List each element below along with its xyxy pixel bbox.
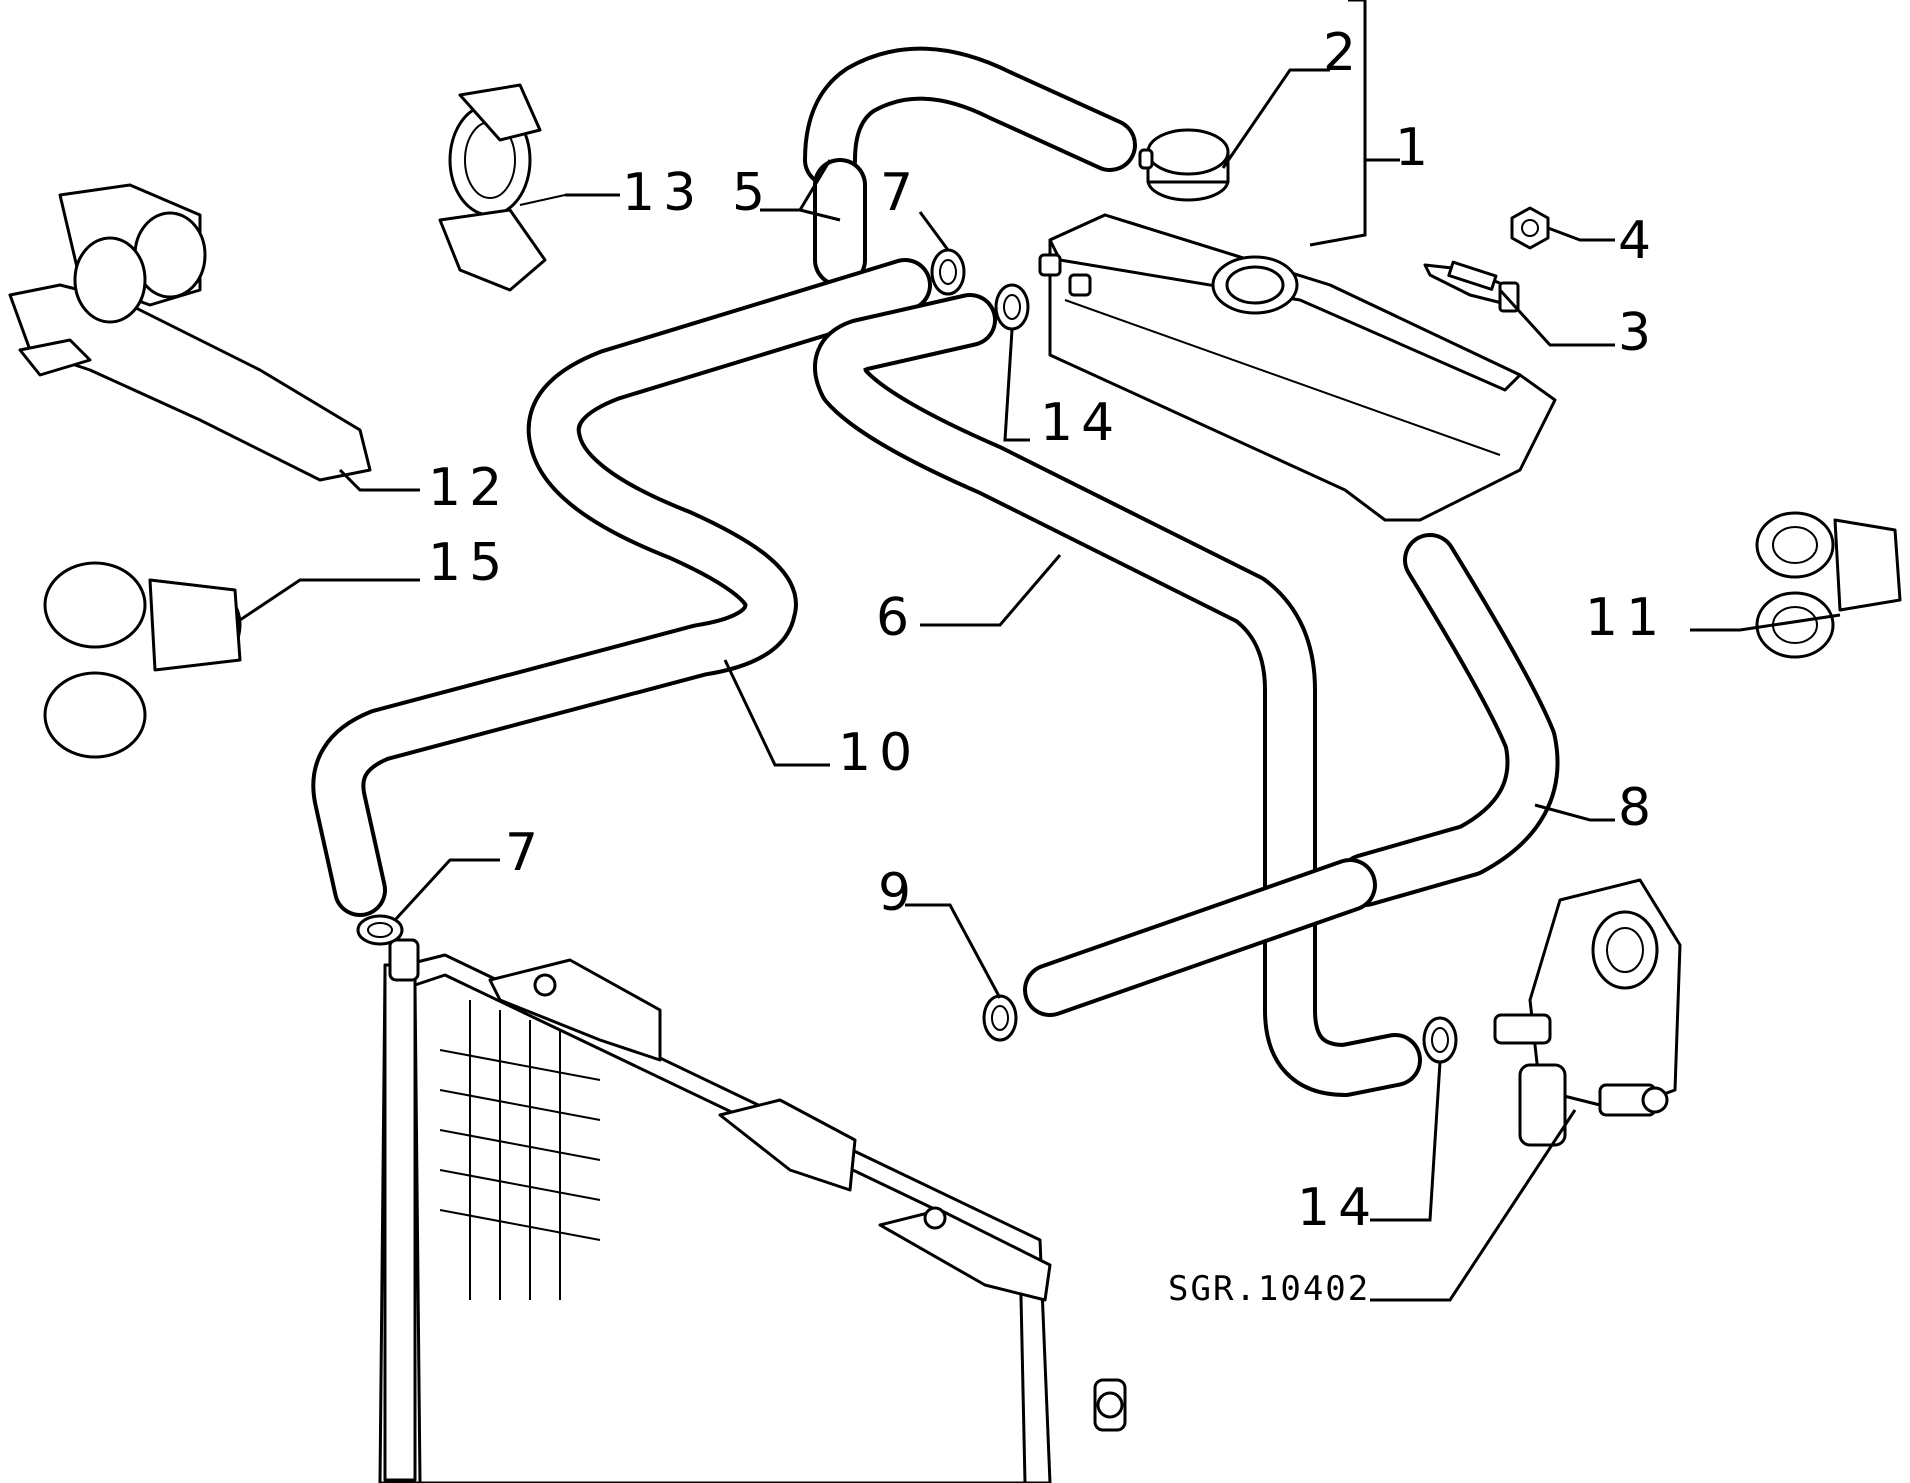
drawing-reference: SGR.10402 bbox=[1168, 1269, 1370, 1309]
callout-2: 2 bbox=[1323, 23, 1364, 83]
leader-lines bbox=[239, 0, 1841, 1302]
callout-13: 13 bbox=[622, 163, 704, 223]
callout-1: 1 bbox=[1395, 118, 1436, 178]
hose-clip-14-lower bbox=[1422, 1016, 1458, 1064]
callout-11: 11 bbox=[1585, 588, 1667, 648]
callout-12: 12 bbox=[428, 458, 510, 518]
expansion-tank bbox=[1038, 213, 1557, 522]
hose-clip-13 bbox=[438, 83, 566, 292]
callout-14-upper: 14 bbox=[1040, 393, 1122, 453]
hose-clip-7-lower bbox=[356, 914, 404, 946]
filler-cap bbox=[1138, 128, 1230, 202]
hose-clip-14-upper bbox=[994, 283, 1030, 331]
callout-7-upper: 7 bbox=[880, 163, 921, 223]
callout-3: 3 bbox=[1618, 303, 1659, 363]
callout-labels: 1 2 3 4 5 6 7 7 8 9 10 11 12 13 14 14 15… bbox=[428, 23, 1667, 1309]
callout-9: 9 bbox=[878, 863, 919, 923]
bolt bbox=[1423, 260, 1520, 313]
hose-10 bbox=[311, 258, 932, 917]
callout-8: 8 bbox=[1618, 778, 1659, 838]
callout-15: 15 bbox=[428, 533, 510, 593]
hose-bracket-12 bbox=[8, 183, 372, 482]
hose-clip-15 bbox=[43, 561, 242, 759]
hose-clip-7-upper bbox=[930, 248, 966, 296]
hose-6 bbox=[813, 293, 1422, 1097]
thermostat-housing bbox=[1493, 878, 1682, 1147]
radiator bbox=[378, 938, 1127, 1483]
callout-5: 5 bbox=[732, 163, 773, 223]
callout-14-lower: 14 bbox=[1297, 1178, 1379, 1238]
callout-10: 10 bbox=[838, 723, 920, 783]
hose-clip-11 bbox=[1755, 511, 1902, 659]
callout-4: 4 bbox=[1618, 211, 1659, 271]
callout-7-lower: 7 bbox=[505, 823, 546, 883]
nut bbox=[1510, 206, 1550, 250]
callout-6: 6 bbox=[876, 588, 917, 648]
hose-clip-9 bbox=[982, 994, 1018, 1042]
hose-8 bbox=[1023, 533, 1560, 1017]
hose-5 bbox=[803, 46, 1137, 287]
